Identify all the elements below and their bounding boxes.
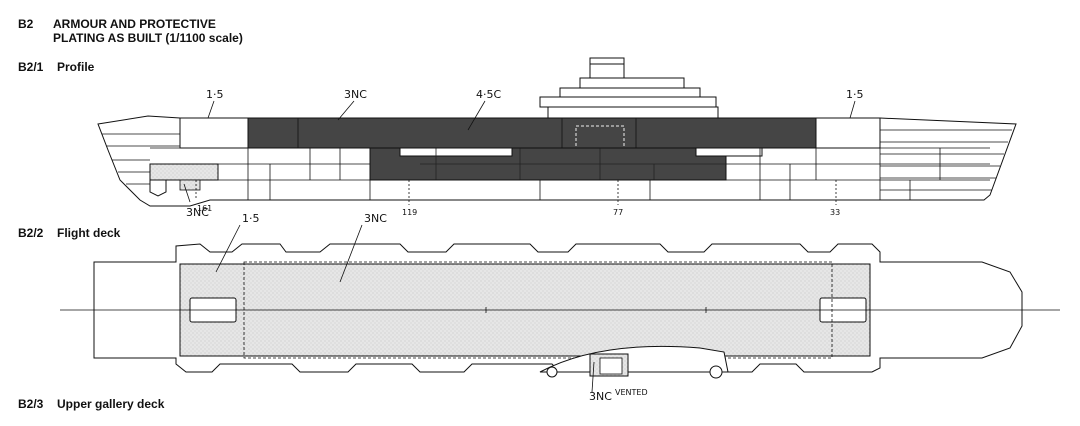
label-fwd-end-plating: 1·5 [206, 88, 224, 101]
stern-cutout [149, 179, 167, 197]
label-frame-161: 161 [197, 204, 212, 213]
profile-view [97, 57, 1017, 207]
section-code-upper-gallery: B2/3 [18, 397, 44, 411]
figure-code: B2 [18, 17, 34, 31]
profile-leaders [183, 100, 856, 203]
section-title-flight-deck: Flight deck [57, 226, 121, 240]
flight-deck-view [60, 224, 1060, 393]
label-gallery-armour: 3NC [589, 390, 612, 403]
label-side-armour: 3NC [344, 88, 367, 101]
section-title-upper-gallery: Upper gallery deck [57, 397, 165, 411]
frame-markers [195, 180, 837, 205]
label-frame-33: 33 [830, 208, 840, 217]
fwd-end-plating [179, 117, 249, 149]
bulkhead-lines [150, 147, 990, 200]
label-frame-119: 119 [402, 208, 417, 217]
section-code-flight-deck: B2/2 [18, 226, 44, 240]
centreline-markers [485, 307, 707, 313]
gallery-sponson [539, 345, 729, 379]
label-hangar-armour: 4·5C [476, 88, 501, 101]
label-frame-77: 77 [613, 208, 623, 217]
label-aft-end-plating: 1·5 [846, 88, 864, 101]
fwd-hull-lines [102, 133, 180, 185]
aft-end-plating [815, 117, 881, 149]
fwd-lift-opening [399, 147, 513, 157]
section-code-profile: B2/1 [18, 60, 44, 74]
steering-gear-armour [149, 163, 219, 181]
hangar-side-armour [247, 117, 817, 149]
island-superstructure [539, 57, 719, 119]
section-title-profile: Profile [57, 60, 95, 74]
aft-lift-opening [695, 147, 763, 157]
figure-title-line2: PLATING AS BUILT (1/1100 scale) [53, 31, 243, 45]
flight-deck-leaders [215, 224, 595, 393]
label-gallery-vented: VENTED [615, 388, 648, 397]
label-steering-armour: 3NC [186, 206, 209, 219]
label-flight-deck-armour: 3NC [364, 212, 387, 225]
label-deck-end-plating: 1·5 [242, 212, 260, 225]
figure-title-line1: ARMOUR AND PROTECTIVE [53, 17, 216, 31]
